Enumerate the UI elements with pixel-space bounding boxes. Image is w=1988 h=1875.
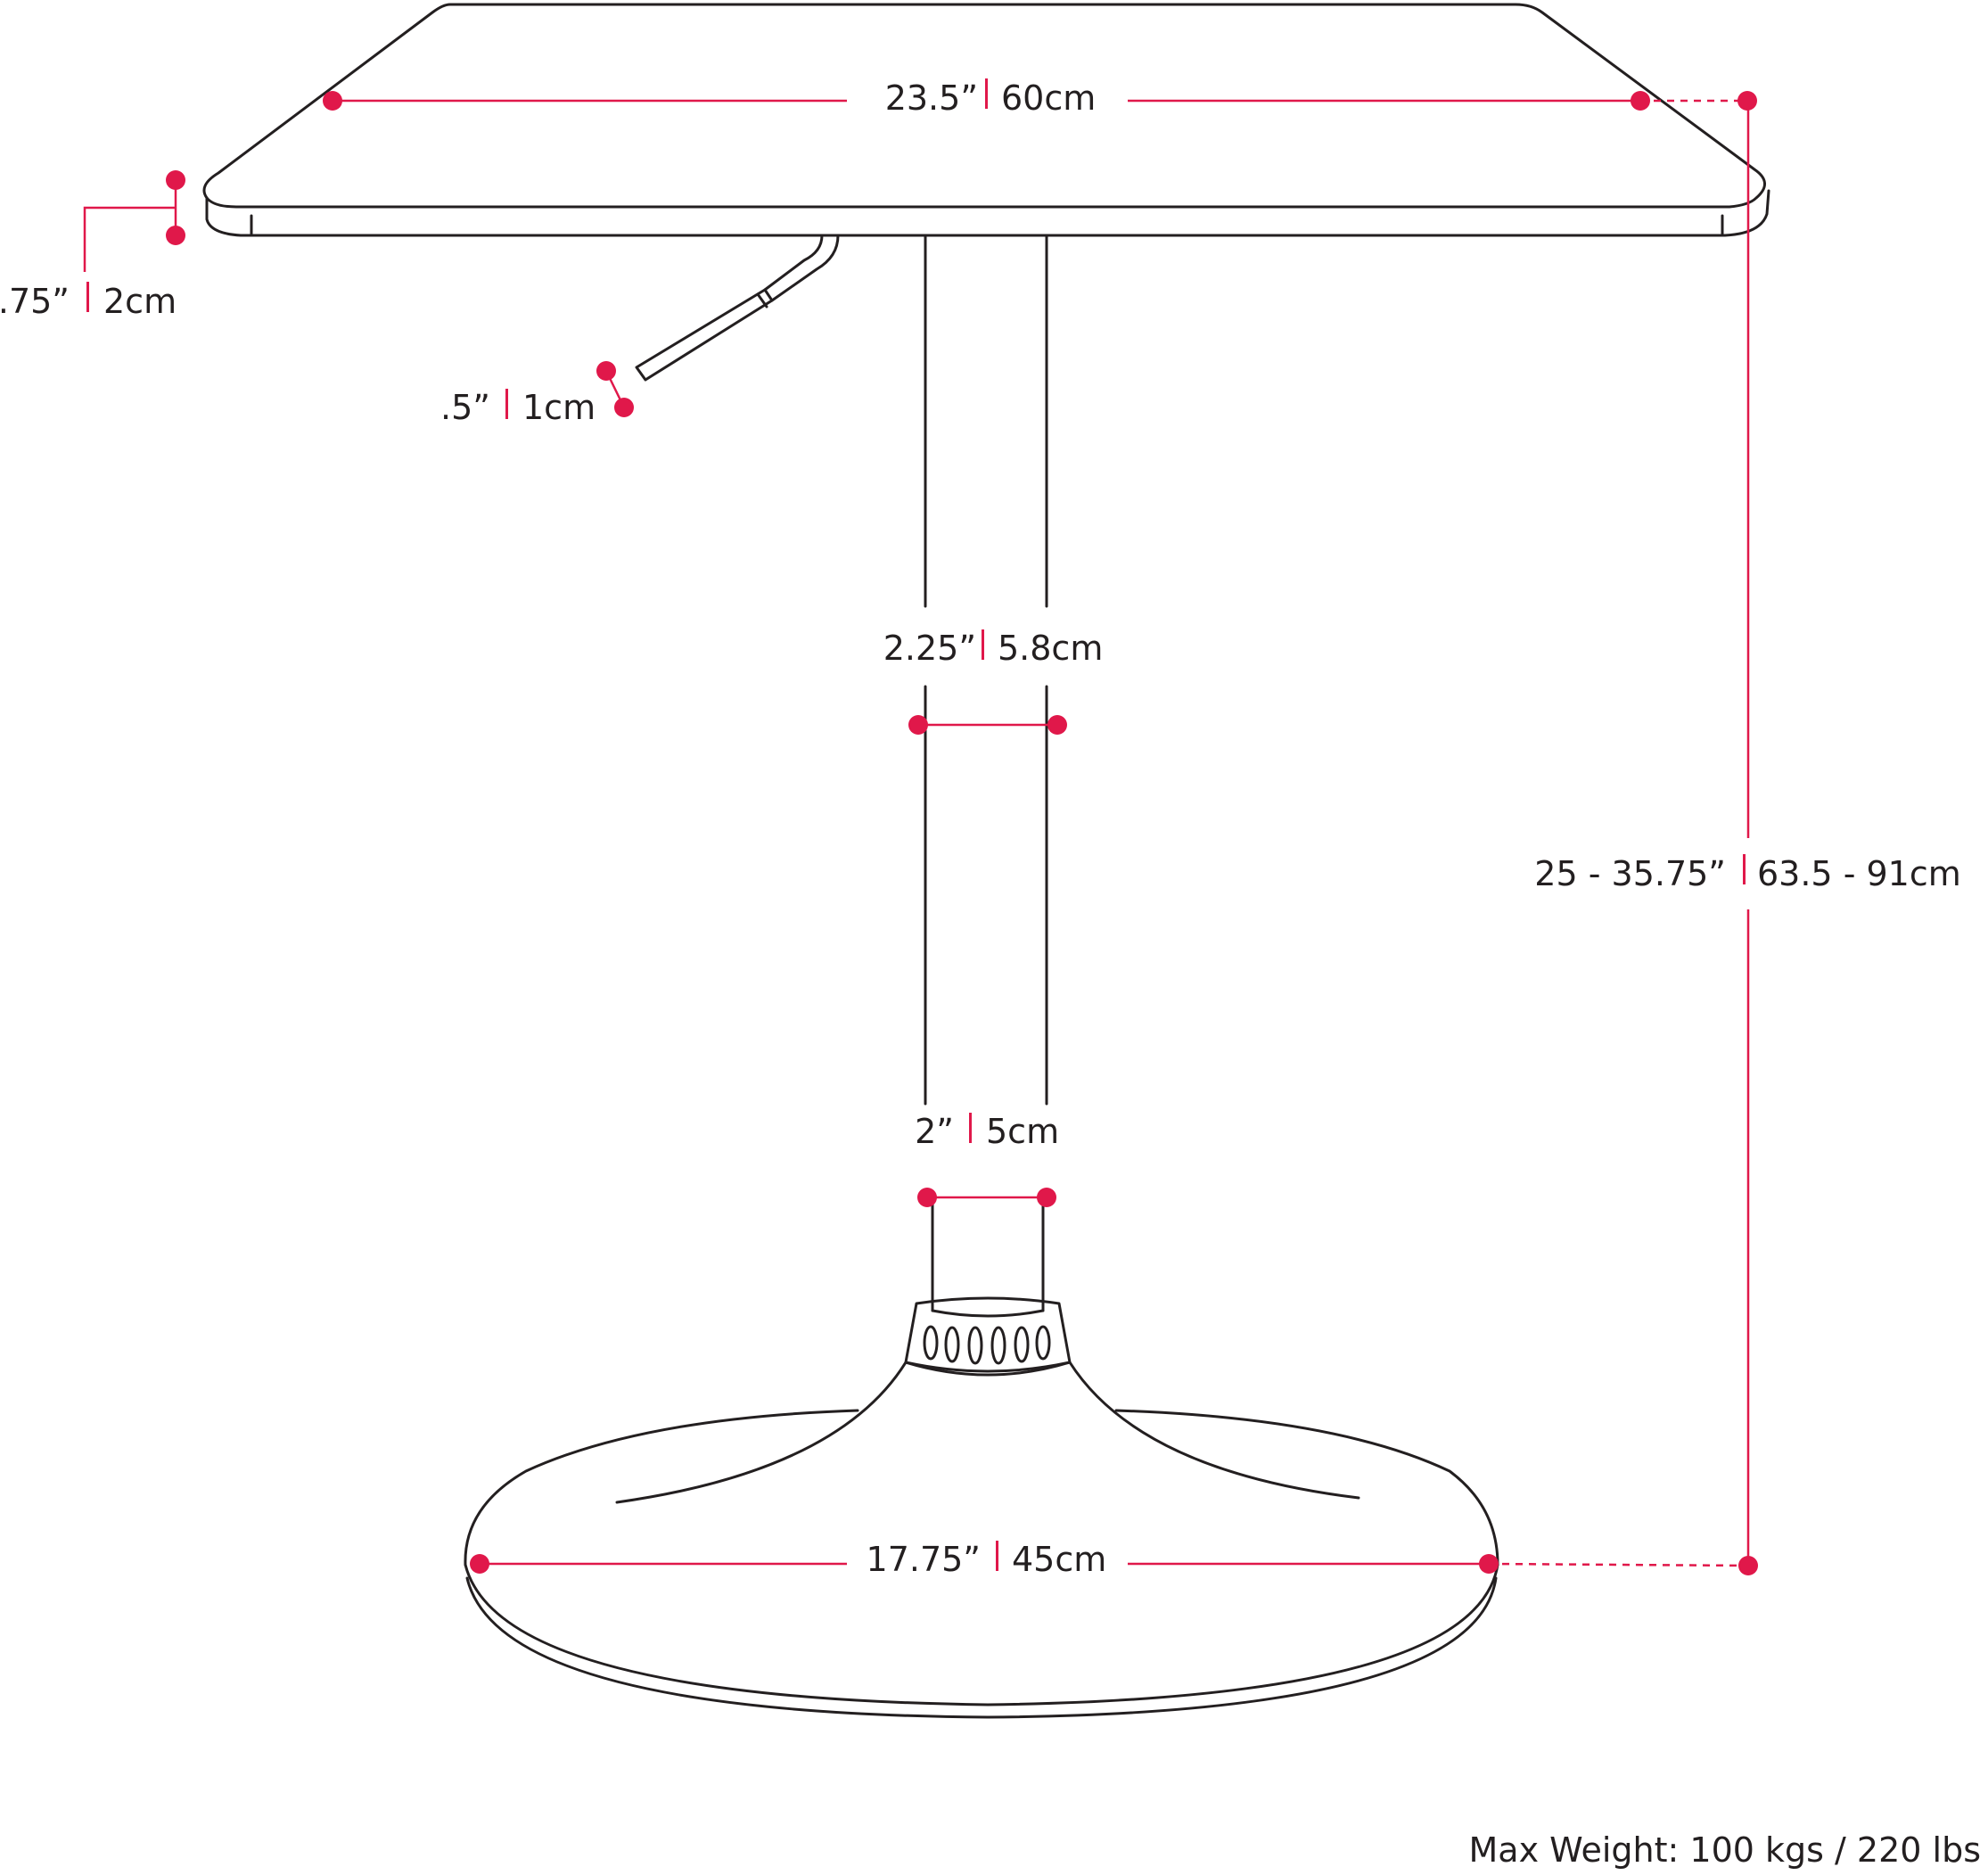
base-collar (904, 1296, 1072, 1377)
dim-base-diameter: 17.75” 45cm (470, 1540, 1749, 1579)
column-upper-imperial: 2.25” (883, 629, 976, 668)
tabletop-surface (202, 3, 1766, 209)
height-metric: 63.5 - 91cm (1757, 854, 1961, 893)
top-thickness-metric: 2cm (103, 282, 177, 321)
dim-height: 25 - 35.75” 63.5 - 91cm (1534, 101, 1961, 1575)
lever-metric: 1cm (522, 388, 596, 427)
base-diameter-imperial: 17.75” (867, 1540, 981, 1579)
base-dome (464, 1361, 1499, 1719)
height-imperial: 25 - 35.75” (1534, 854, 1726, 893)
column-lower-metric: 5cm (986, 1112, 1059, 1151)
dim-top-thickness: .75” 2cm (0, 170, 185, 321)
top-width-imperial: 23.5” (885, 78, 978, 118)
column-lower-imperial: 2” (915, 1112, 954, 1151)
dim-column-lower: 2” 5cm (915, 1112, 1059, 1207)
column-upper-metric: 5.8cm (998, 629, 1103, 668)
tabletop-edge (205, 189, 1770, 237)
lever-imperial: .5” (440, 388, 490, 427)
top-thickness-imperial: .75” (0, 282, 70, 321)
max-weight-label: Max Weight: 100 kgs / 220 lbs (1469, 1830, 1982, 1870)
dim-lever: .5” 1cm (440, 361, 634, 427)
height-lever (635, 234, 840, 382)
base-diameter-metric: 45cm (1012, 1540, 1106, 1579)
dim-column-upper: 2.25” 5.8cm (883, 629, 1103, 735)
table-drawing (202, 3, 1770, 1719)
top-width-metric: 60cm (1001, 78, 1096, 118)
dim-top-width: 23.5” 60cm (323, 78, 1757, 118)
